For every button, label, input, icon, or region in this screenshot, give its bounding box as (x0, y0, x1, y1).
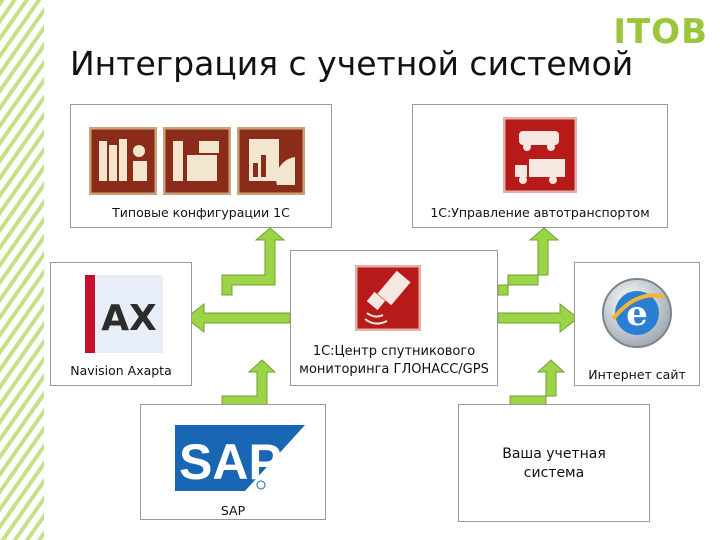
arrow-from-sap (221, 359, 277, 411)
chart-icon (236, 126, 306, 199)
satellite-icon (354, 264, 422, 335)
internet-explorer-icon: e (599, 275, 675, 355)
page-title: Интеграция с учетной системой (70, 44, 634, 83)
node-internet-site: e Интернет сайт (574, 262, 700, 386)
label-axapta: Navision Axapta (70, 363, 172, 378)
truck-icon (502, 116, 578, 197)
node-typical-configs: Типовые конфигурации 1С (70, 104, 332, 228)
ax-logo: AX (85, 275, 163, 357)
arrow-to-internet (497, 302, 579, 334)
label-sap: SAP (220, 503, 246, 518)
sap-logo: SAP (175, 425, 305, 495)
label-transport: 1С:Управление автотранспортом (430, 205, 650, 220)
sap-logo-text: SAP (179, 434, 282, 490)
label-your-system-line1: Ваша учетная (502, 446, 606, 462)
arrow-to-transport (497, 227, 560, 296)
ax-logo-text: AX (101, 298, 157, 339)
brand-logo: ITOB (613, 12, 708, 52)
node-sap: SAP SAP (140, 404, 326, 520)
label-typical-configs: Типовые конфигурации 1С (112, 205, 290, 220)
node-your-system: Ваша учетная система (458, 404, 650, 522)
node-monitoring-center: 1С:Центр спутникового мониторинга ГЛОНАС… (290, 250, 498, 386)
label-internet-site: Интернет сайт (588, 367, 686, 382)
label-your-system-line2: система (523, 464, 585, 481)
label-monitoring-line1: 1С:Центр спутникового (312, 344, 476, 359)
arrow-to-typical (221, 227, 286, 296)
arrow-to-axapta (185, 302, 291, 334)
node-transport: 1С:Управление автотранспортом (412, 104, 668, 228)
label-monitoring-line2: мониторинга ГЛОНАСС/GPS (299, 361, 489, 377)
label-monitoring-center: 1С:Центр спутникового мониторинга ГЛОНАС… (291, 343, 497, 378)
node-axapta: AX Navision Axapta (50, 262, 192, 386)
arrow-from-your-system (499, 359, 566, 411)
office-icon (162, 126, 232, 199)
books-icon (88, 126, 158, 199)
label-your-system: Ваша учетная система (459, 445, 649, 483)
decorative-stripes (0, 0, 44, 540)
